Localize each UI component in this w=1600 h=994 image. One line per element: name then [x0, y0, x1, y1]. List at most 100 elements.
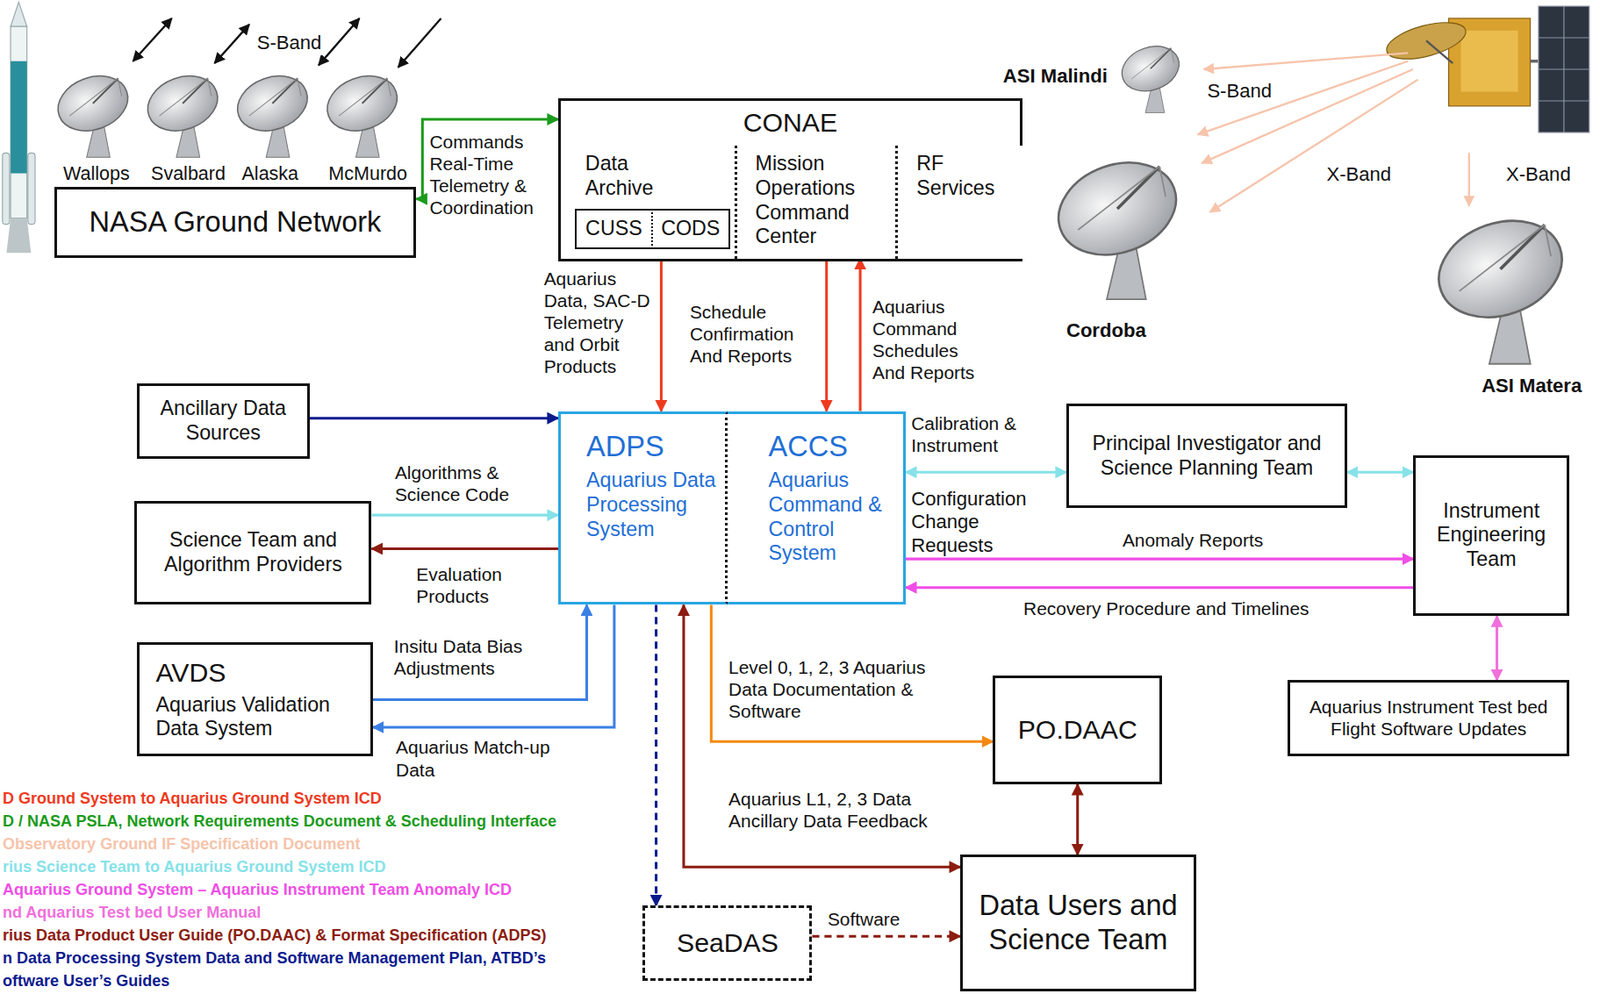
organization-box: CONAEData ArchiveCUSSCODSMission Operati…: [558, 98, 1023, 262]
connector-label: Algorithms & Science Code: [394, 461, 553, 506]
compartment: Data ArchiveCUSS CODS: [560, 145, 735, 259]
label: S-Band: [255, 31, 324, 56]
connector: [905, 586, 1414, 589]
antenna: [1115, 38, 1185, 113]
signal-arrow: [398, 18, 442, 68]
satellite-boom: [1426, 40, 1453, 64]
connector-label: Recovery Procedure and Timelines: [1023, 597, 1371, 620]
legend-entry: nd Aquarius Test bed User Manual: [2, 904, 261, 924]
legend-entry: rius Science Team to Aquarius Ground Sys…: [2, 858, 386, 878]
node-text: Data Users and Science Team: [970, 889, 1185, 958]
connector: [371, 514, 559, 517]
text-group: ADPSAquarius Data Processing System: [586, 430, 721, 542]
subsystem-box: CUSS: [574, 208, 653, 251]
connector-label: Aquarius Command Schedules And Reports: [872, 295, 987, 384]
legend-text: oftware User’s Guides: [2, 972, 170, 991]
connector-label: Anomaly Reports: [1122, 529, 1297, 552]
team-box: Instrument Engineering Team: [1413, 455, 1570, 618]
node-text: Instrument Engineering Team: [1424, 499, 1559, 574]
legend-text: Observatory Ground IF Specification Docu…: [2, 835, 360, 854]
node-text: Aquarius Command & Control System: [767, 468, 899, 567]
connector: [811, 935, 961, 939]
text-group: NASA Ground Network: [89, 205, 382, 240]
text-group: Data Archive: [585, 151, 682, 201]
legend-entry: Aquarius Ground System – Aquarius Instru…: [2, 881, 512, 901]
label: McMurdo: [328, 163, 408, 187]
legend-text: nd Aquarius Test bed User Manual: [2, 904, 261, 922]
node-text: Principal Investigator and Science Plann…: [1083, 431, 1330, 481]
legend-entry: rius Data Product User Guide (PO.DAAC) &…: [2, 926, 547, 947]
legend-entry: D / NASA PSLA, Network Requirements Docu…: [2, 812, 557, 833]
legend-entry: D Ground System to Aquarius Ground Syste…: [2, 789, 382, 810]
node-text: RF Services: [916, 151, 1021, 201]
system-box: ACCSAquarius Command & Control System: [727, 411, 906, 606]
signal-arrow: [133, 18, 173, 62]
connector: [371, 547, 559, 551]
label: ASI Malindi: [1003, 64, 1108, 89]
connector-label: Level 0, 1, 2, 3 Aquarius Data Documenta…: [728, 656, 948, 723]
solar-panel: [1538, 6, 1590, 133]
satellite: [1383, 6, 1590, 133]
label: Alaska: [242, 163, 300, 187]
connector: [654, 604, 658, 906]
text-group: CUSS: [585, 216, 643, 242]
connector: [825, 258, 828, 412]
connector-label: Aquarius L1, 2, 3 Data Ancillary Data Fe…: [728, 788, 938, 833]
rocket-body: [10, 26, 28, 218]
connector: [905, 558, 1414, 561]
compartment: RF Services: [895, 145, 1023, 259]
legend-entry: oftware User’s Guides: [2, 972, 170, 992]
rocket-nose: [10, 1, 28, 27]
solar-panel-grid: [1538, 6, 1590, 133]
connector-label: Aquarius Data, SAC-D Telemetry and Orbit…: [544, 267, 653, 378]
text-group: Science Team and Algorithm Providers: [145, 528, 361, 578]
antenna: [50, 66, 136, 158]
subsystem-box: CODS: [652, 208, 731, 251]
node-text: CODS: [660, 216, 720, 242]
legend-text: Aquarius Ground System – Aquarius Instru…: [2, 881, 512, 899]
text-group: Principal Investigator and Science Plann…: [1083, 431, 1330, 481]
node-heading: AVDS: [155, 657, 364, 689]
downlink-arrow: [1204, 52, 1408, 70]
system-box: AVDSAquarius Validation Data System: [136, 642, 374, 756]
connector: [373, 604, 615, 728]
rocket-nozzle: [6, 218, 31, 254]
node-heading: ADPS: [586, 430, 721, 465]
antenna: [1425, 204, 1576, 365]
connector: [710, 604, 993, 742]
label: X-Band: [1326, 163, 1392, 187]
connector: [1076, 784, 1079, 855]
connector-label: Software: [827, 908, 930, 931]
legend-text: rius Science Team to Aquarius Ground Sys…: [2, 858, 386, 876]
team-box: Principal Investigator and Science Plann…: [1066, 403, 1348, 509]
legend-text: n Data Processing System Data and Softwa…: [2, 949, 546, 968]
connector-label: Calibration & Instrument: [911, 412, 1060, 457]
connector-label: Schedule Confirmation And Reports: [689, 301, 821, 367]
legend-text: D / NASA PSLA, Network Requirements Docu…: [2, 812, 557, 831]
node-heading: ACCS: [767, 430, 899, 465]
label: ASI Matera: [1481, 374, 1582, 399]
signal-arrow: [214, 24, 250, 64]
connector-label: Evaluation Products: [416, 563, 549, 608]
connector-label: Commands Real-Time Telemetry & Coordinat…: [429, 130, 556, 219]
satellite-body: [1461, 30, 1519, 93]
label: S-Band: [1206, 79, 1272, 104]
rocket-booster: [2, 152, 10, 224]
node-text: Data Archive: [585, 151, 682, 201]
users-box: Data Users and Science Team: [960, 854, 1197, 992]
node-text: Mission Operations Command Center: [755, 151, 894, 251]
downlink-arrow: [1198, 61, 1408, 136]
text-group: ACCSAquarius Command & Control System: [767, 430, 899, 567]
antenna: [229, 66, 316, 158]
label: Wallops: [63, 163, 130, 187]
text-group: Aquarius Instrument Test bed Flight Soft…: [1296, 695, 1561, 740]
satellite-boom: [1530, 59, 1539, 63]
legend-entry: Observatory Ground IF Specification Docu…: [2, 835, 360, 855]
connector: [905, 471, 1067, 474]
text-group: PO.DAAC: [1018, 714, 1138, 747]
system-box: ADPSAquarius Data Processing System: [558, 411, 728, 606]
rocket: [2, 1, 36, 253]
text-group: Ancillary Data Sources: [147, 396, 299, 446]
label: Cordoba: [1066, 319, 1147, 344]
rocket-booster: [28, 152, 36, 224]
